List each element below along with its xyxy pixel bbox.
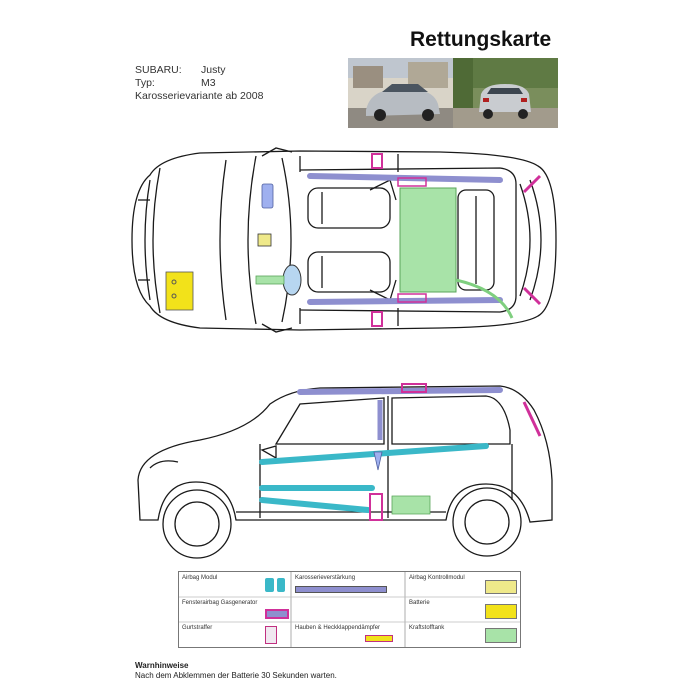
top-fuel-tank bbox=[399, 187, 457, 293]
top-body-outline bbox=[131, 150, 557, 331]
warning-text: Nach dem Abklemmen der Batterie 30 Sekun… bbox=[135, 671, 337, 680]
side-airbag-rail-lower bbox=[259, 497, 371, 513]
front-wheel bbox=[162, 489, 232, 559]
rear-wheel bbox=[452, 487, 522, 557]
legend-airbag-control-module: Airbag Kontrollmodul bbox=[409, 575, 465, 581]
make-label: SUBARU: bbox=[135, 64, 182, 76]
body-variant: Karosserievariante ab 2008 bbox=[135, 90, 264, 102]
warning-note: Warnhinweise Nach dem Abklemmen der Batt… bbox=[135, 661, 337, 681]
side-view bbox=[137, 385, 553, 559]
battery-swatch bbox=[485, 604, 517, 619]
vehicle-info: SUBARU: Justy Typ: M3 Karosserievariante… bbox=[135, 64, 263, 103]
top-battery bbox=[165, 271, 194, 311]
control-module-swatch bbox=[485, 580, 517, 594]
body-reinforcement-swatch bbox=[295, 586, 387, 593]
side-view-components bbox=[259, 383, 542, 521]
legend-fuel-tank: Kraftstofftank bbox=[409, 625, 445, 631]
side-fuel-tank bbox=[391, 495, 431, 515]
vehicle-photos bbox=[348, 58, 558, 128]
legend: Airbag Modul Karosserieverstärkung Airba… bbox=[178, 571, 521, 648]
gas-generator-swatch bbox=[265, 609, 289, 619]
legend-battery: Batterie bbox=[409, 600, 430, 606]
top-view-components bbox=[165, 153, 542, 327]
legend-belt-tensioner: Gurtstraffer bbox=[182, 625, 213, 631]
fuel-tank-swatch bbox=[485, 628, 517, 643]
top-control-module bbox=[257, 233, 272, 247]
top-reinforcement-right bbox=[307, 297, 503, 305]
airbag-module-swatch bbox=[265, 578, 274, 592]
type-label: Typ: bbox=[135, 77, 155, 89]
rear-photo bbox=[453, 58, 558, 128]
page-title: Rettungskarte bbox=[410, 28, 552, 51]
front-photo bbox=[348, 58, 453, 128]
belt-tensioner-swatch bbox=[265, 626, 277, 644]
legend-window-airbag-gas-generator: Fensterairbag Gasgenerator bbox=[182, 600, 258, 606]
side-body-outline bbox=[137, 385, 553, 523]
strut-swatch bbox=[365, 635, 393, 642]
legend-grid bbox=[179, 572, 520, 647]
legend-airbag-module: Airbag Modul bbox=[182, 575, 218, 581]
type-value: M3 bbox=[201, 77, 216, 89]
top-view bbox=[131, 147, 557, 333]
warning-heading: Warnhinweise bbox=[135, 661, 189, 670]
side-airbag-rail-upper bbox=[259, 443, 489, 465]
legend-hood-tailgate-strut: Hauben & Heckklappendämpfer bbox=[295, 625, 381, 631]
top-airbag-passenger bbox=[261, 183, 274, 209]
airbag-module-swatch-2 bbox=[277, 578, 285, 592]
legend-body-reinforcement: Karosserieverstärkung bbox=[295, 575, 356, 581]
make-value: Justy bbox=[201, 64, 226, 76]
top-airbag-driver bbox=[282, 264, 302, 296]
